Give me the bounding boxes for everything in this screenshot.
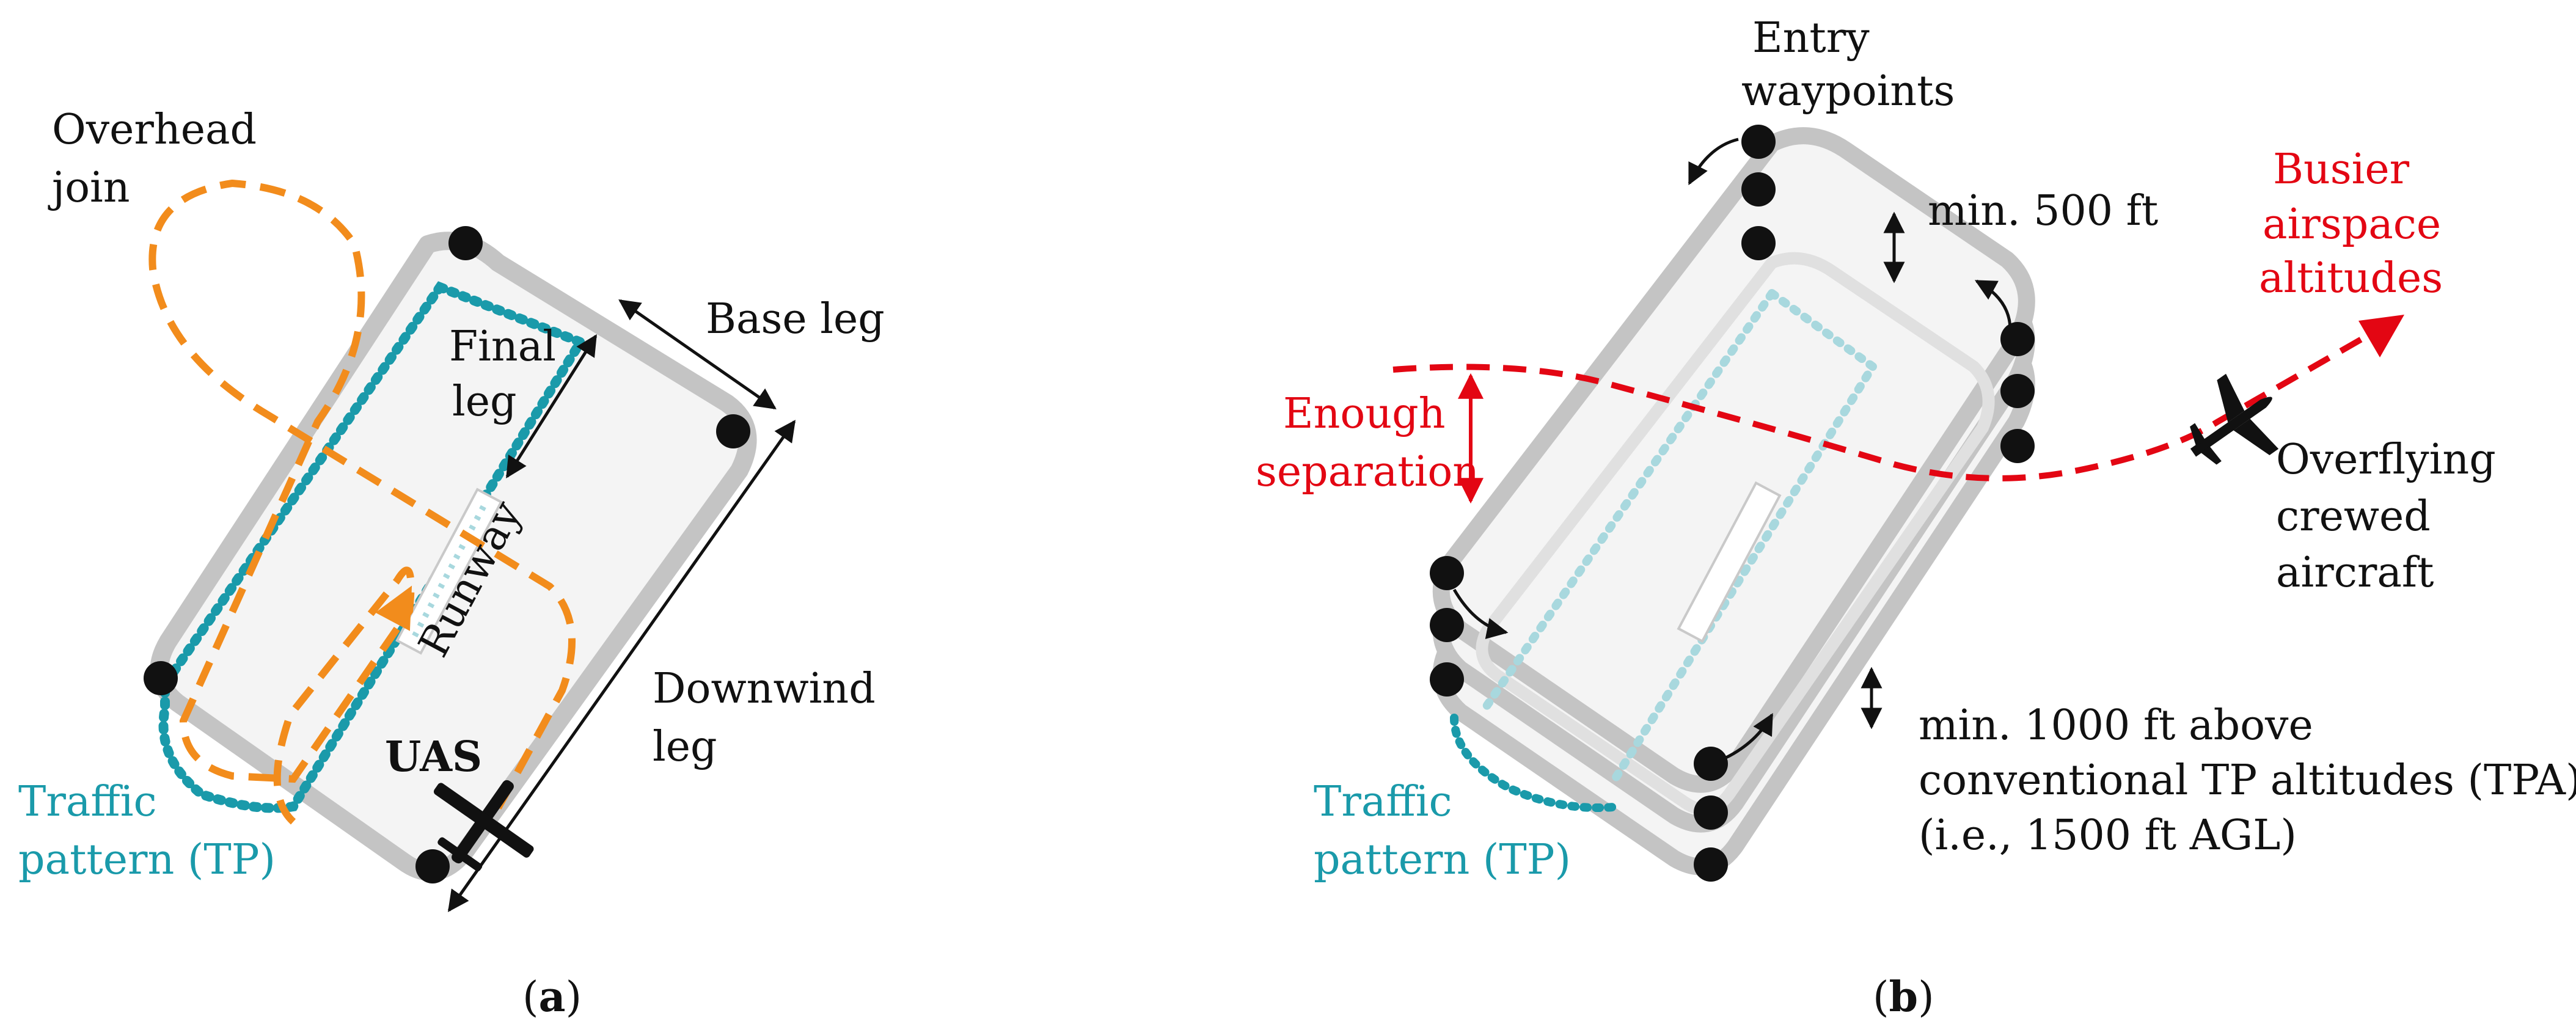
waypoint-dot bbox=[448, 226, 483, 260]
overhead-join-label-2: join bbox=[48, 164, 130, 212]
min-1000-label-3: (i.e., 1500 ft AGL) bbox=[1919, 811, 2297, 860]
busier-label: Busier bbox=[2273, 145, 2410, 194]
final-leg-label-2: leg bbox=[452, 378, 517, 426]
overhead-join-path bbox=[148, 179, 576, 827]
base-leg-arrow bbox=[618, 299, 777, 410]
min-1000-label-2: conventional TP altitudes (TPA) bbox=[1919, 756, 2576, 805]
busier-label-2: airspace bbox=[2263, 200, 2441, 249]
uas-aircraft-icon bbox=[433, 780, 534, 872]
downwind-leg-label-2: leg bbox=[653, 723, 717, 771]
overflying-label: Overflying bbox=[2276, 436, 2496, 484]
waypoint-dot bbox=[1430, 662, 1464, 697]
base-leg-label: Base leg bbox=[706, 295, 885, 343]
entry-waypoints-label-2: waypoints bbox=[1741, 67, 1955, 115]
overflying-label-3: aircraft bbox=[2276, 549, 2434, 597]
entry-arrow-left bbox=[1452, 588, 1509, 639]
waypoint-dot bbox=[1430, 556, 1464, 590]
waypoint-dot bbox=[1741, 172, 1776, 207]
enough-separation-label-2: separation bbox=[1256, 448, 1479, 496]
orange-arrowhead bbox=[375, 585, 412, 631]
entry-arrow-bottom bbox=[1725, 712, 1774, 759]
tp-dotted-faded bbox=[1480, 289, 1879, 786]
caption-a: (a) bbox=[522, 973, 582, 1022]
waypoint-dot bbox=[2000, 322, 2035, 356]
waypoint-dot bbox=[716, 414, 750, 448]
waypoint-dot bbox=[2000, 429, 2035, 463]
tp-dotted-path bbox=[158, 281, 588, 813]
tp-label-b-2: pattern (TP) bbox=[1314, 836, 1571, 884]
tp-dotted-visible bbox=[1450, 714, 1623, 812]
overflying-arrowhead bbox=[2358, 315, 2404, 357]
waypoint-dot bbox=[144, 661, 178, 695]
overflying-label-2: crewed bbox=[2276, 492, 2431, 541]
tp-label-b: Traffic bbox=[1314, 778, 1452, 826]
min-1000-label: min. 1000 ft above bbox=[1919, 701, 2313, 750]
waypoint-dot bbox=[1741, 226, 1776, 260]
entry-arrow-top bbox=[1688, 137, 1739, 186]
waypoint-dot bbox=[1430, 608, 1464, 642]
tp-label: Traffic bbox=[18, 778, 157, 826]
waypoint-dot bbox=[1694, 747, 1728, 781]
entry-arrow-right bbox=[1974, 279, 2012, 331]
waypoint-dot bbox=[1694, 847, 1728, 882]
caption-b: (b) bbox=[1873, 973, 1934, 1022]
final-leg-label: Final bbox=[449, 323, 556, 371]
busier-label-3: altitudes bbox=[2259, 254, 2443, 302]
runway-strip-b bbox=[1677, 481, 1782, 643]
waypoint-dot bbox=[1694, 795, 1728, 830]
enough-separation-label: Enough bbox=[1283, 390, 1446, 438]
waypoint-dot bbox=[415, 849, 450, 883]
overflying-path bbox=[1392, 324, 2385, 481]
downwind-leg-label: Downwind bbox=[653, 665, 876, 713]
panel-a: Overhead join Final leg Base leg Runway … bbox=[18, 106, 885, 1022]
tp-label-2: pattern (TP) bbox=[18, 836, 276, 884]
panel-b: Entry waypoints min. 500 ft Busier airsp… bbox=[1256, 14, 2576, 1022]
crewed-aircraft-icon bbox=[2190, 373, 2279, 465]
entry-waypoints-label: Entry bbox=[1752, 14, 1870, 62]
min-500-label: min. 500 ft bbox=[1928, 187, 2158, 235]
waypoint-dot bbox=[2000, 374, 2035, 408]
overhead-join-label: Overhead bbox=[52, 106, 257, 154]
waypoint-dot bbox=[1741, 125, 1776, 159]
pattern-inner-light bbox=[1476, 252, 1995, 816]
uas-label: UAS bbox=[385, 733, 482, 781]
